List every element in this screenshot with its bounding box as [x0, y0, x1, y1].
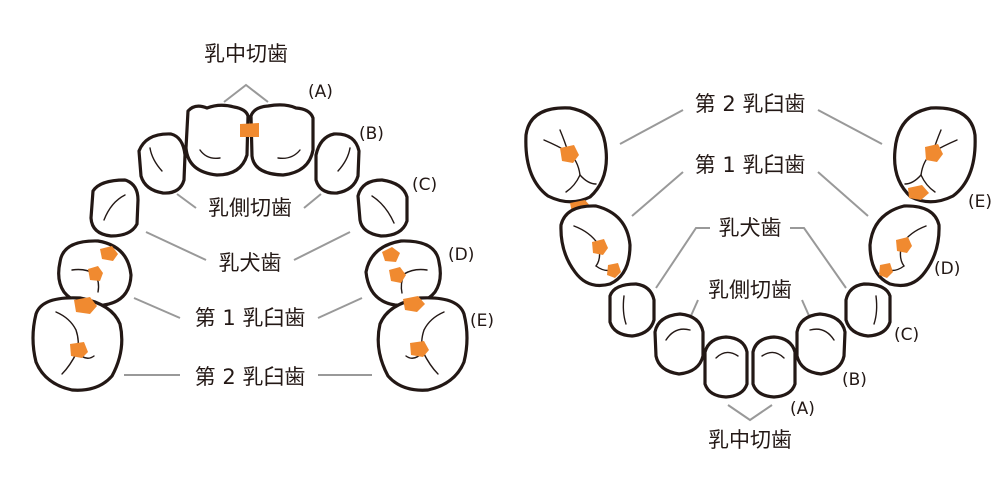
- lower-e-caries-spot-left-1: [560, 145, 579, 163]
- upper-letter-e: (E): [470, 311, 494, 331]
- lower-leader-canine-right: [790, 227, 847, 289]
- lower-leader-central-incisor: [727, 404, 773, 422]
- upper-leader-first-molar-left: [133, 297, 181, 319]
- upper-label-central-incisor: 乳中切歯: [204, 42, 288, 66]
- lower-leader-lateral-right: [801, 299, 811, 319]
- upper-d-caries-spot-right-1: [382, 247, 400, 262]
- upper-e-caries-spot-right-2: [410, 341, 429, 357]
- upper-leader-canine-right: [293, 231, 351, 261]
- lower-lateral-incisor-right: [795, 312, 847, 376]
- lower-d-caries-spot-left-2: [607, 263, 621, 278]
- lower-canine-left: [608, 282, 656, 338]
- upper-d-caries-spot-left-2: [88, 266, 103, 281]
- upper-lateral-incisor-left: [137, 132, 187, 195]
- lower-leader-first-molar-left: [631, 171, 684, 217]
- lower-letter-c: (C): [894, 325, 919, 345]
- lower-letter-d: (D): [934, 259, 960, 279]
- upper-label-second-molar: 第 2 乳臼歯: [195, 365, 306, 389]
- upper-letter-d: (D): [448, 245, 474, 265]
- upper-central-incisor-left: [184, 103, 250, 177]
- upper-a-caries-spot: [240, 123, 259, 137]
- lower-lateral-incisor-left: [653, 312, 705, 376]
- lower-letter-a: (A): [790, 399, 815, 419]
- lower-d-caries-spot-right-1: [896, 237, 912, 253]
- upper-e-caries-spot-left-2: [70, 342, 88, 358]
- upper-label-first-molar: 第 1 乳臼歯: [195, 306, 306, 330]
- lower-leader-first-molar-right: [817, 171, 869, 217]
- upper-letter-b: (B): [359, 124, 384, 144]
- lower-canine-right: [844, 282, 892, 338]
- upper-e-caries-spot-right-1: [403, 296, 425, 312]
- upper-canine-right: [356, 178, 409, 238]
- upper-leader-canine-left: [145, 231, 207, 261]
- lower-central-incisor-left: [703, 335, 749, 399]
- lower-e-caries-spot-right-1: [925, 144, 943, 162]
- upper-e-caries-spot-left-1: [74, 297, 97, 314]
- lower-letter-e: (E): [968, 192, 992, 212]
- lower-e-caries-spot-right-2: [908, 185, 929, 200]
- lower-letter-b: (B): [842, 370, 867, 390]
- lower-label-canine: 乳犬歯: [719, 216, 782, 240]
- upper-central-incisor-right: [249, 103, 315, 177]
- lower-leader-lateral-left: [689, 299, 699, 319]
- lower-label-central-incisor: 乳中切歯: [708, 428, 792, 452]
- lower-label-first-molar: 第 1 乳臼歯: [695, 153, 806, 177]
- lower-central-incisor-right: [751, 335, 797, 399]
- lower-d-caries-spot-right-2: [879, 263, 893, 278]
- upper-d-caries-spot-left-1: [100, 246, 118, 261]
- upper-leader-lateral-left: [176, 193, 197, 209]
- upper-label-lateral-incisor: 乳側切歯: [208, 196, 292, 220]
- upper-leader-central-incisor: [223, 83, 269, 103]
- lower-arch: 第 2 乳臼歯 第 1 乳臼歯 乳犬歯 乳側切歯 乳中切歯 (A) (B) (C…: [524, 92, 992, 452]
- lower-label-lateral-incisor: 乳側切歯: [708, 278, 792, 302]
- upper-leader-lateral-right: [303, 193, 322, 209]
- lower-leader-canine-left: [655, 227, 710, 289]
- lower-d-caries-spot-left-1: [592, 239, 608, 255]
- lower-label-second-molar: 第 2 乳臼歯: [695, 92, 806, 116]
- upper-letter-a: (A): [308, 82, 333, 102]
- upper-canine-left: [89, 178, 140, 238]
- lower-leader-second-molar-right: [817, 109, 883, 145]
- upper-leader-first-molar-right: [317, 297, 363, 319]
- lower-leader-second-molar-left: [619, 109, 684, 145]
- upper-letter-c: (C): [412, 175, 437, 195]
- upper-arch: 乳中切歯 乳側切歯 乳犬歯 第 1 乳臼歯 第 2 乳臼歯 (A) (B) (C…: [31, 42, 494, 392]
- upper-label-canine: 乳犬歯: [219, 251, 282, 275]
- upper-d-caries-spot-right-2: [389, 267, 406, 283]
- upper-lateral-incisor-right: [314, 132, 361, 195]
